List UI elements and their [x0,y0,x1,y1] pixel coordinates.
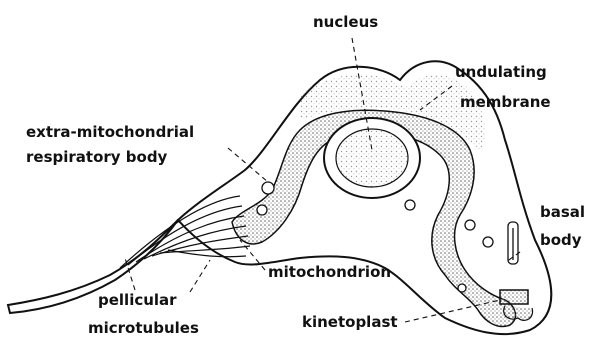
label-undulating-membrane-line1: undulating [455,63,547,81]
label-extra-mito-line1: extra-mitochondrial [26,123,194,141]
basal-body-shape [508,222,518,264]
label-undulating-membrane-line2: membrane [460,93,551,111]
label-basal-line2: body [540,231,582,249]
label-extra-mito-line2: respiratory body [26,148,168,166]
label-nucleus: nucleus [313,13,378,31]
label-basal-line1: basal [540,203,585,221]
label-kinetoplast: kinetoplast [302,313,398,331]
label-pellicular-line1: pellicular [98,291,177,309]
nucleus-inner [336,129,408,187]
label-pellicular-line2: microtubules [88,319,199,337]
label-mitochondrion: mitochondrion [268,263,391,281]
